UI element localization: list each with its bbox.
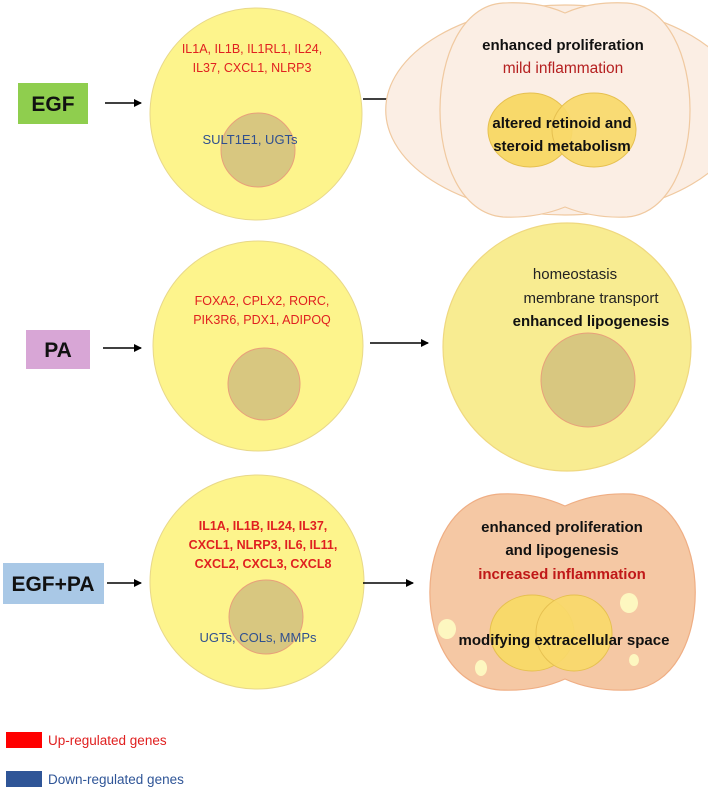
upregulated-genes-egf-pa-line3: CXCL2, CXCL3, CXCL8 bbox=[195, 557, 332, 571]
outcome-egf-pa-line4: modifying extracellular space bbox=[459, 632, 670, 649]
outcome-egf-line3: altered retinoid and bbox=[492, 115, 631, 132]
treatment-box-egf-pa bbox=[3, 563, 104, 604]
legend-label-upregulated: Up-regulated genes bbox=[48, 733, 167, 748]
treatment-box-egf bbox=[18, 83, 88, 124]
row-egf: EGF IL1A, IL1B, IL1RL1, IL24, IL37, CXCL… bbox=[18, 2, 708, 221]
upregulated-genes-egf-pa-line1: IL1A, IL1B, IL24, IL37, bbox=[199, 519, 328, 533]
lipid-droplet-2 bbox=[438, 619, 456, 639]
lipid-droplet-1 bbox=[620, 593, 638, 613]
upregulated-genes-egf-line2: IL37, CXCL1, NLRP3 bbox=[193, 61, 312, 75]
downregulated-genes-egf-pa: UGTs, COLs, MMPs bbox=[199, 630, 317, 645]
row-egf-pa: EGF+PA IL1A, IL1B, IL24, IL37, CXCL1, NL… bbox=[3, 474, 696, 691]
legend: Up-regulated genes Down-regulated genes bbox=[6, 732, 184, 787]
outcome-egf-pa-line1: enhanced proliferation bbox=[481, 519, 643, 536]
nucleus-pa-outcome bbox=[540, 332, 636, 428]
treatment-box-pa bbox=[26, 330, 90, 369]
upregulated-genes-pa-line1: FOXA2, CPLX2, RORC, bbox=[195, 294, 330, 308]
treatment-label-egf-pa: EGF+PA bbox=[11, 573, 94, 596]
outcome-egf-line1: enhanced proliferation bbox=[482, 37, 644, 54]
outcome-egf-line2: mild inflammation bbox=[503, 60, 624, 77]
treatment-label-pa: PA bbox=[44, 339, 72, 362]
upregulated-genes-pa-line2: PIK3R6, PDX1, ADIPOQ bbox=[193, 313, 331, 327]
lipid-droplet-3 bbox=[475, 660, 487, 676]
outcome-egf-pa-line3: increased inflammation bbox=[478, 566, 646, 583]
nucleus-egf-pa-outcome-right bbox=[535, 594, 613, 672]
nucleus-egf-outcome-right bbox=[551, 92, 637, 168]
legend-swatch-downregulated bbox=[6, 771, 42, 787]
nucleus-egf-pa bbox=[228, 579, 304, 655]
outcome-pa-line2: membrane transport bbox=[523, 290, 659, 307]
upregulated-genes-egf-line1: IL1A, IL1B, IL1RL1, IL24, bbox=[182, 42, 322, 56]
nucleus-pa bbox=[227, 347, 301, 421]
legend-label-downregulated: Down-regulated genes bbox=[48, 772, 184, 787]
row-pa: PA FOXA2, CPLX2, RORC, PIK3R6, PDX1, ADI… bbox=[26, 222, 692, 472]
legend-swatch-upregulated bbox=[6, 732, 42, 748]
outcome-pa-line1: homeostasis bbox=[533, 266, 617, 283]
upregulated-genes-egf-pa-line2: CXCL1, NLRP3, IL6, IL11, bbox=[189, 538, 338, 552]
lipid-droplet-4 bbox=[629, 654, 639, 666]
cell-pa bbox=[152, 240, 364, 452]
downregulated-genes-egf: SULT1E1, UGTs bbox=[202, 132, 298, 147]
treatment-label-egf: EGF bbox=[31, 93, 74, 116]
outcome-egf-pa-line2: and lipogenesis bbox=[505, 542, 618, 559]
nucleus-egf bbox=[220, 112, 296, 188]
outcome-egf-line4: steroid metabolism bbox=[493, 138, 631, 155]
outcome-pa-line3: enhanced lipogenesis bbox=[513, 313, 670, 330]
